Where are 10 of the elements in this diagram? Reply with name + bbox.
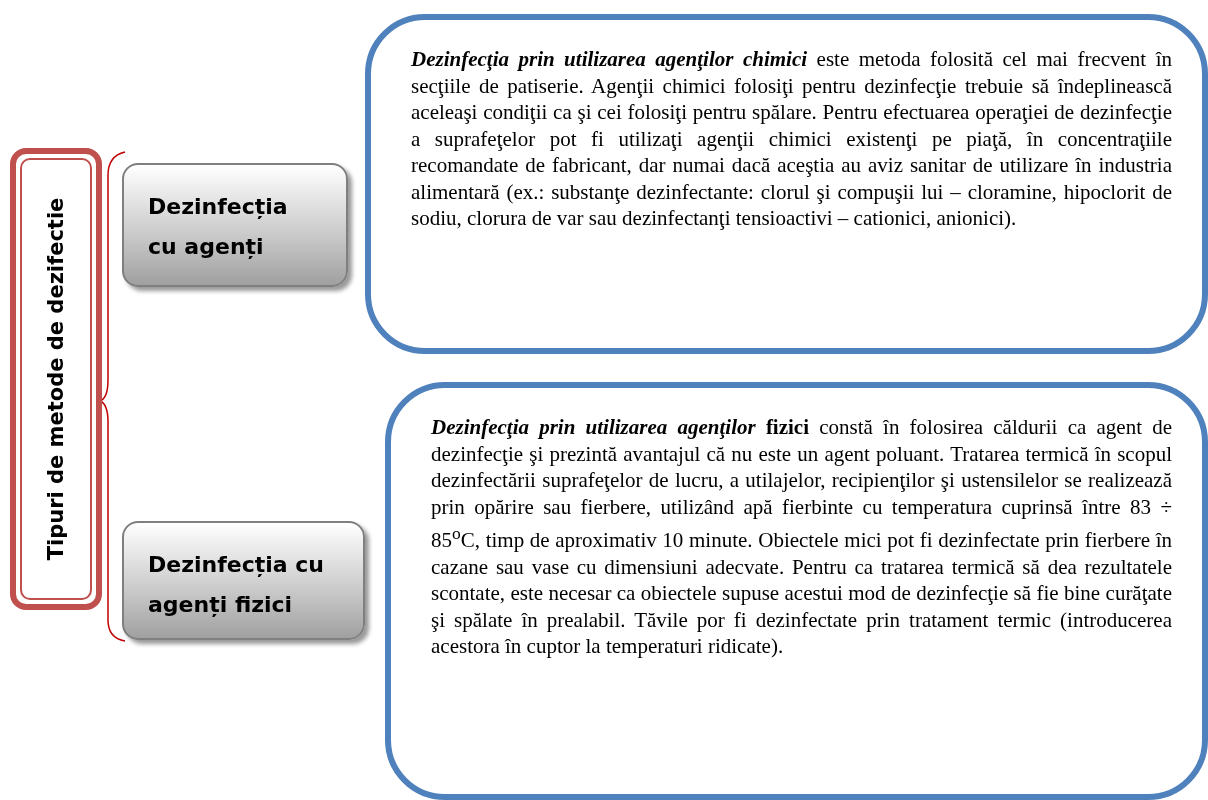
description-box (385, 382, 1208, 800)
box-title: Dezinfecția cu agenți fizici (148, 551, 325, 619)
method-box (122, 521, 365, 640)
box-title: Dezinfecția cu agenți (148, 193, 289, 261)
paragraph: Dezinfecţia prin utilizarea agenţilor chimici este metoda folosită cel mai frecvent în secţiile de patiserie. Agenţii chimici folosiţi pentru dezinfecţie trebuie să îndeplinească aceleaşi condiţii ca şi cei folosiţi pentru spălare. Pentru efectuarea operaţiei de dezinfecţie a suprafeţelor pot fi utilizaţi agenţii chimici existenţi pe piaţă, în concentraţiile recomandate de fabricant, dar numai dacă aceştia au aviz sanitar de utilizare în industria alimentară (ex.: substanţe dezinfectante: clorul şi compuşii lui – cloramine, hipoclorit de sodiu, clorura de var sau dezinfectanţi tensioactivi – cationici, anionici). (411, 46, 1172, 232)
method-box (122, 163, 348, 287)
paragraph: Dezinfecţia prin utilizarea agenţilor fizici constă în folosirea căldurii ca agent de dezinfecţie şi prezintă avantajul că nu este un agent poluant. Tratarea termică în scopul dezinfectării suprafeţelor de lucru, a utilajelor, recipienţilor şi ustensilelor se realizează prin opărire sau fierbere, utilizând apă fierbinte cu temperatura cuprinsă între 83 ÷ 85$^{o}$C, timp de aproximativ 10 minute. Obiectele mici pot fi dezinfectate prin fierbere în cazane sau vase cu dimensiuni adecvate. Pentru ca tratarea termică să dea rezultatele scontate, este necesar ca obiectele supuse acestui mod de dezinfecţie să fie bine curăţate şi spălate în prealabil. Tăvile por fi dezinfectate prin tratament termic (introducerea acestora în cuptor la temperaturi ridicate). (431, 414, 1172, 660)
description-box (365, 14, 1208, 354)
vertical-heading: Tipuri de metode de dezifectie (44, 197, 68, 561)
category-box (10, 148, 102, 610)
